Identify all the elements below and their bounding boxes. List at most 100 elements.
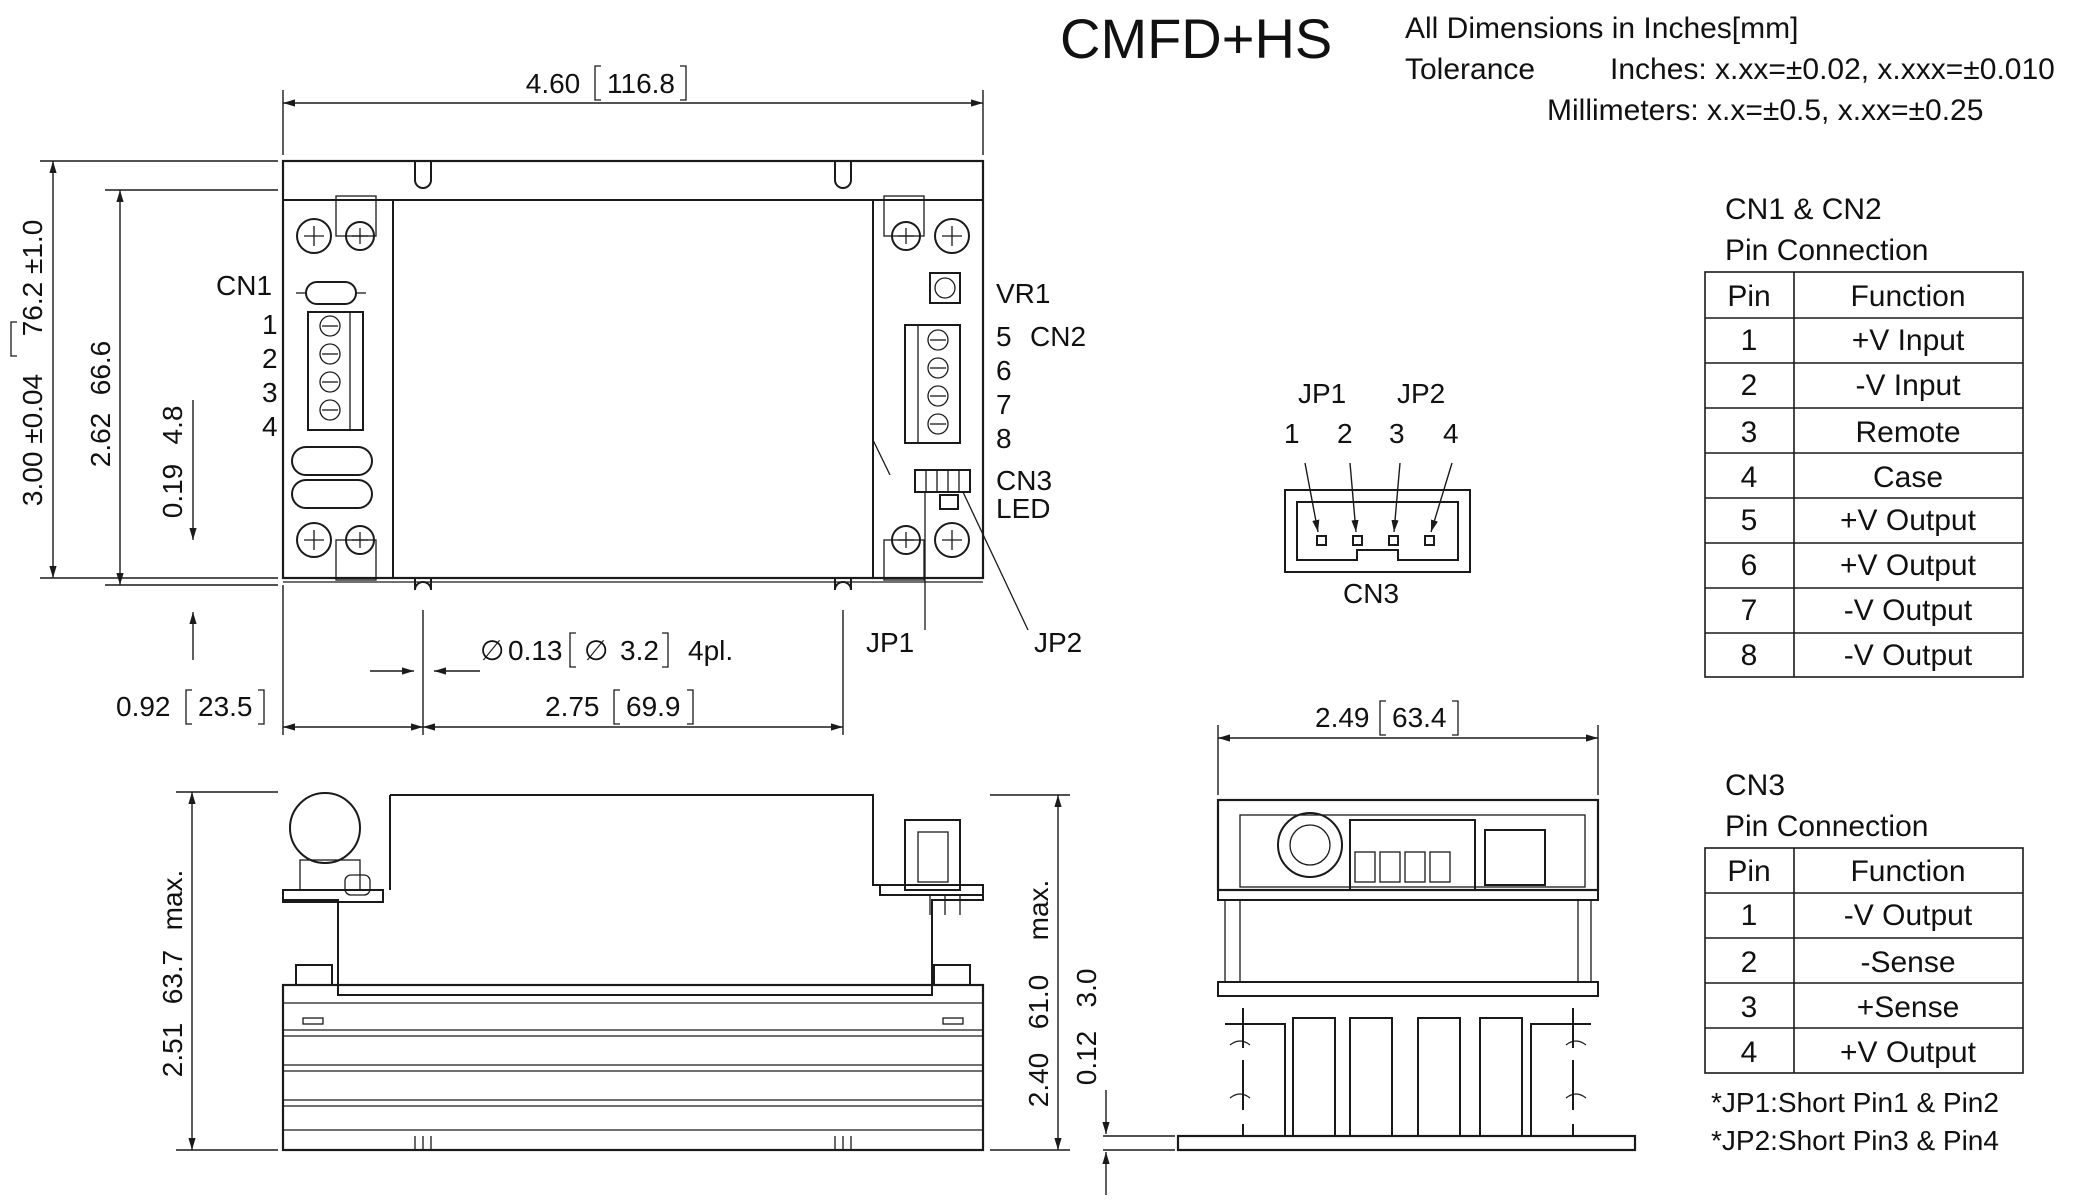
cn12-row-function: +V Output [1840, 504, 1977, 537]
cn3-row-pin: 4 [1741, 1036, 1758, 1069]
side-view [281, 792, 985, 1152]
cn3-detail-jp1: JP1 [1298, 378, 1346, 409]
cn3-row-pin: 1 [1741, 899, 1758, 932]
offset-mm: 4.8 [157, 406, 188, 445]
cn12-row-function: +V Output [1840, 549, 1977, 582]
led-label: LED [996, 493, 1050, 524]
foot-thickness-dimension: 0.12 3.0 [1071, 969, 1175, 1195]
cn1-label: CN1 [216, 270, 272, 301]
cn3-detail-jp2: JP2 [1397, 378, 1445, 409]
hole-diameter-mm: 3.2 [620, 635, 659, 666]
side-height-in: 2.51 [157, 1023, 188, 1078]
cn3-table-subheading: Pin Connection [1725, 810, 1928, 843]
cn3-col-function: Function [1850, 855, 1965, 888]
left-offset-in: 0.92 [116, 691, 171, 722]
cn2-pin-7: 7 [996, 389, 1012, 420]
side-height-note: max. [157, 870, 188, 931]
cn12-row-function: Remote [1855, 416, 1960, 449]
cn12-table-subheading: Pin Connection [1725, 234, 1928, 267]
cn3-detail-pin-2: 2 [1337, 418, 1353, 449]
side-inner-in: 2.40 [1023, 1053, 1054, 1108]
end-width-dimension: 2.49 63.4 [1217, 700, 1599, 795]
cn3-row-pin: 2 [1741, 946, 1758, 979]
side-height-mm: 63.7 [157, 950, 188, 1005]
hole-count: 4pl. [688, 635, 733, 666]
foot-thickness-in: 0.12 [1071, 1031, 1102, 1086]
end-view [1176, 798, 1637, 1152]
top-height-dimension: 3.00 ±0.04 76.2 ±1.0 2.62 66.6 0.19 4.8 [10, 160, 278, 660]
hole-diameter-in: 0.13 [508, 635, 563, 666]
cn2-pin-8: 8 [996, 423, 1012, 454]
cn3-detail-pin-4: 4 [1443, 418, 1459, 449]
cn12-row-function: -V Output [1844, 639, 1973, 672]
cn12-row-pin: 7 [1741, 594, 1758, 627]
side-inner-mm: 61.0 [1023, 975, 1054, 1030]
footnote-jp1: *JP1:Short Pin1 & Pin2 [1711, 1087, 1999, 1118]
cn3-detail-caption: CN3 [1343, 578, 1399, 609]
cn3-table-heading: CN3 [1725, 769, 1785, 802]
cn12-row-pin: 4 [1741, 461, 1758, 494]
cn12-table-heading: CN1 & CN2 [1725, 193, 1882, 226]
diameter-icon: ∅ [584, 635, 608, 666]
end-width-in: 2.49 [1315, 702, 1370, 733]
left-offset-mm: 23.5 [198, 691, 253, 722]
dimension-note: All Dimensions in Inches[mm] [1405, 12, 1798, 45]
cn12-row-function: +V Input [1852, 324, 1965, 357]
cn12-row-function: -V Input [1855, 369, 1961, 402]
tolerance-inches: Inches: x.xx=±0.02, x.xxx=±0.010 [1610, 53, 2055, 86]
footnote-jp2: *JP2:Short Pin3 & Pin4 [1711, 1125, 1999, 1156]
cn12-col-function: Function [1850, 280, 1965, 313]
hole-pitch-mm: 69.9 [626, 691, 681, 722]
cn3-label: CN3 [996, 465, 1052, 496]
top-width-dimension: 4.60 116.8 [282, 65, 984, 155]
cn2-pin-6: 6 [996, 355, 1012, 386]
cn12-row-pin: 8 [1741, 639, 1758, 672]
cn3-pin-table [1704, 847, 2024, 1074]
side-height-dimensions: 2.51 63.7 max. 2.40 61.0 max. [157, 791, 1070, 1151]
diameter-icon: ∅ [480, 635, 504, 666]
cn3-row-function: -Sense [1860, 946, 1955, 979]
offset-in: 0.19 [157, 464, 188, 519]
cn2-pin-5: 5 [996, 321, 1012, 352]
tolerance-label: Tolerance [1405, 53, 1535, 86]
cn3-row-pin: 3 [1741, 991, 1758, 1024]
cn1-pin-2: 2 [262, 343, 278, 374]
screw-icon [296, 218, 375, 558]
cn12-row-pin: 1 [1741, 324, 1758, 357]
top-height-mm: 76.2 ±1.0 [17, 220, 48, 337]
cn3-detail-pin-1: 1 [1284, 418, 1300, 449]
hole-pitch-in: 2.75 [545, 691, 600, 722]
cn12-row-function: -V Output [1844, 594, 1973, 627]
jp2-label: JP2 [1034, 627, 1082, 658]
cn2-label: CN2 [1030, 321, 1086, 352]
cn3-row-function: +V Output [1840, 1036, 1977, 1069]
drawing-title: CMFD+HS [1060, 7, 1332, 70]
top-width-mm: 116.8 [607, 68, 675, 99]
cn3-row-function: -V Output [1844, 899, 1973, 932]
cn1-pin-1: 1 [262, 309, 278, 340]
tolerance-mm: Millimeters: x.x=±0.5, x.xx=±0.25 [1547, 94, 1983, 127]
vr1-label: VR1 [996, 278, 1050, 309]
cn12-col-pin: Pin [1727, 280, 1770, 313]
top-view [281, 159, 1029, 631]
top-height-in: 3.00 ±0.04 [17, 374, 48, 506]
cn12-row-pin: 3 [1741, 416, 1758, 449]
jp1-label: JP1 [866, 627, 914, 658]
screw-icon [891, 218, 970, 558]
cn3-detail-pin-3: 3 [1389, 418, 1405, 449]
top-width-in: 4.60 [526, 68, 581, 99]
side-inner-note: max. [1023, 880, 1054, 941]
inner-height-mm: 66.6 [85, 341, 116, 396]
cn1-pin-3: 3 [262, 377, 278, 408]
cn12-pin-table [1704, 271, 2024, 678]
inner-height-in: 2.62 [85, 413, 116, 468]
cn12-row-function: Case [1873, 461, 1943, 494]
foot-thickness-mm: 3.0 [1071, 969, 1102, 1008]
cn12-row-pin: 6 [1741, 549, 1758, 582]
bottom-width-dimensions: 0.92 23.5 2.75 69.9 ∅ 0.13 ∅ 3.2 4pl. [116, 585, 844, 735]
cn12-row-pin: 2 [1741, 369, 1758, 402]
cn3-col-pin: Pin [1727, 855, 1770, 888]
cn3-detail [1284, 462, 1471, 573]
cn3-row-function: +Sense [1857, 991, 1960, 1024]
